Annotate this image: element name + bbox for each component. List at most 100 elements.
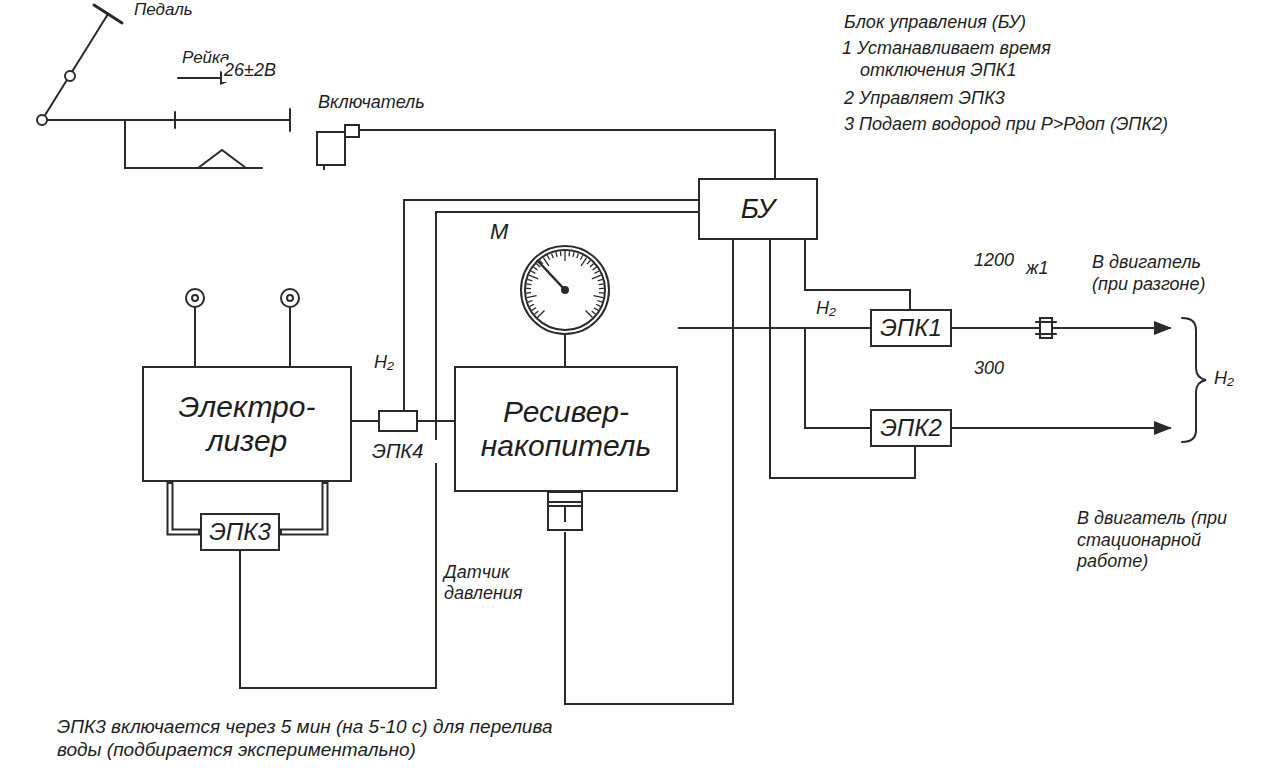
power-wire <box>194 307 196 366</box>
sensor-piston <box>548 501 582 503</box>
node-label: ЭПК4 <box>370 440 444 463</box>
pedal-hinge <box>65 71 75 81</box>
gauge-tick <box>590 264 594 267</box>
gauge-tick <box>599 288 604 289</box>
pressure-gauge-outline <box>520 245 610 335</box>
switch-pin <box>345 125 359 137</box>
gauge-tick <box>599 283 604 285</box>
gauge-tick <box>526 292 531 294</box>
gauge-tick <box>581 258 587 266</box>
terminal-core <box>287 295 293 301</box>
part-name: ж1 <box>1024 258 1050 280</box>
hydrogen-line <box>952 327 1040 329</box>
node-label: M <box>488 219 520 244</box>
hydrogen-line <box>1052 327 1170 329</box>
receiver: Ресивер- накопитель <box>454 366 678 492</box>
water-pipe-channel <box>282 484 325 532</box>
throttle-mark <box>1036 333 1056 335</box>
node-text: Ресивер- накопитель <box>456 395 676 464</box>
destination-note: В двигатель (при стационарной работе) <box>1075 508 1269 573</box>
gauge-tick <box>560 251 562 256</box>
pressure-sensor: Датчик давления <box>540 492 590 532</box>
gauge-rim <box>525 250 605 330</box>
gauge-tick <box>532 308 536 311</box>
note-item: 3 Подает водород при Р>Рдоп (ЭПК2) <box>842 114 1226 136</box>
gauge-tick <box>530 304 535 306</box>
gauge-tick <box>599 292 604 294</box>
voltage-label: 26±2В <box>222 60 278 82</box>
pressure-sensor-outline <box>540 492 590 532</box>
gauge-tick <box>577 253 579 258</box>
water-pipe <box>280 482 325 532</box>
node-label: Датчик давления <box>442 562 542 603</box>
connector <box>360 130 775 178</box>
node-label: Включатель <box>316 92 440 113</box>
flow-value: 300 <box>972 358 1006 380</box>
switch-stem <box>323 165 325 170</box>
cam <box>198 150 246 168</box>
gauge-tick <box>580 255 582 259</box>
gauge-tick <box>593 296 603 298</box>
gas-label: H₂ <box>372 352 396 374</box>
note-item: 2 Управляет ЭПК3 <box>842 88 1146 110</box>
gas-label: H₂ <box>1212 368 1236 390</box>
gauge-tick <box>568 251 570 256</box>
gauge-tick <box>573 252 574 257</box>
terminal <box>186 289 204 307</box>
gauge-tick <box>594 308 598 311</box>
rack-tick <box>174 112 176 128</box>
connector <box>352 420 378 422</box>
switch-outline <box>316 124 360 166</box>
gauge-tick <box>531 271 535 273</box>
pressure-gauge: M <box>520 245 610 335</box>
connector <box>678 328 870 428</box>
throttle-mark <box>1036 321 1056 323</box>
gauge-dial <box>521 246 609 334</box>
gauge-tick <box>592 311 596 314</box>
electrolyzer: Электро- лизер <box>142 366 352 482</box>
footnote: ЭПК3 включается через 5 мин (на 5-10 с) … <box>55 716 599 762</box>
pedal-plate <box>94 5 122 23</box>
gauge-tick <box>533 267 537 270</box>
gauge-tick <box>526 288 531 289</box>
node-text: БУ <box>741 193 776 225</box>
node-text: ЭПК2 <box>880 414 942 442</box>
gauge-tick <box>593 267 597 270</box>
gauge-hub <box>562 287 568 293</box>
node-text: Электро- лизер <box>144 390 350 459</box>
rack-rod <box>47 119 290 121</box>
gas-label: H₂ <box>814 298 838 320</box>
gauge-tick <box>527 279 532 280</box>
sensor-rod <box>564 506 566 522</box>
part-name: Педаль <box>132 0 195 20</box>
bracket <box>1182 318 1206 442</box>
terminal-core <box>192 295 198 301</box>
hydrogen-line <box>952 427 1170 429</box>
gauge-tick <box>528 301 533 303</box>
water-pipe-channel <box>170 484 198 532</box>
pedal-pivot <box>37 115 47 125</box>
flow-value: 1200 <box>972 250 1016 272</box>
gauge-tick <box>592 275 601 279</box>
water-pipe <box>170 482 200 532</box>
switch-body <box>317 132 345 165</box>
destination-note: В двигатель (при разгоне) <box>1090 252 1234 295</box>
pedal-lever <box>42 14 108 120</box>
rack-end <box>289 109 291 131</box>
power-wire <box>289 307 291 366</box>
connector <box>564 335 566 366</box>
gauge-needle <box>537 260 565 290</box>
gauge-tick <box>597 301 602 303</box>
note-heading: Блок управления (БУ) <box>842 12 1146 34</box>
valve: ЭПК4 <box>378 410 418 432</box>
gauge-tick <box>598 279 603 280</box>
gauge-tick <box>526 283 531 285</box>
gauge-tick <box>564 251 565 261</box>
valve: ЭПК1 <box>870 309 952 347</box>
sensor-body <box>548 492 582 530</box>
gauge-tick <box>556 252 557 257</box>
gauge-tick <box>529 275 538 279</box>
gauge-tick <box>534 311 538 314</box>
control-unit: БУ <box>698 178 818 240</box>
